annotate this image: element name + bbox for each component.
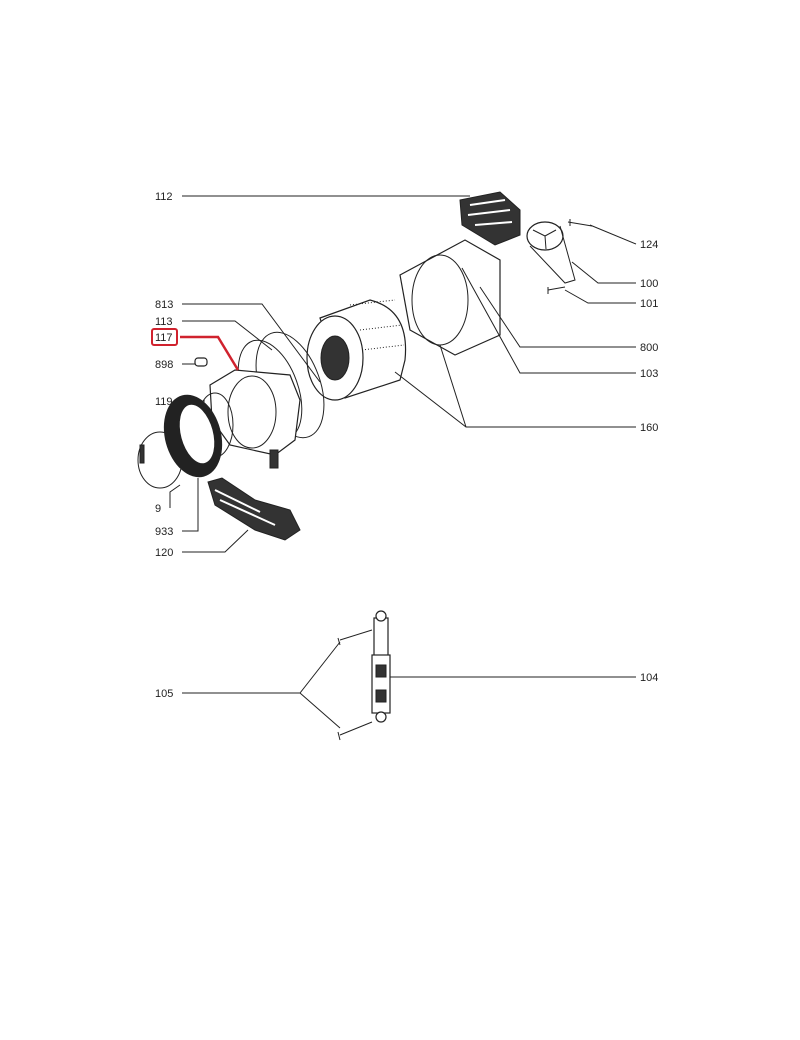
label-113: 113 [155,316,173,328]
label-119: 119 [155,396,173,408]
part-112-counterweight[interactable] [459,191,521,246]
part-933-door-seal[interactable] [155,388,231,484]
label-160: 160 [640,422,658,434]
label-933: 933 [155,526,173,538]
label-120: 120 [155,547,173,559]
label-100: 100 [640,278,658,290]
label-105: 105 [155,688,173,700]
label-117[interactable]: 117 [155,332,173,344]
part-124-screw[interactable] [567,219,593,227]
label-104: 104 [640,672,658,684]
label-101: 101 [640,298,658,310]
part-898-plug[interactable] [194,357,208,367]
label-800: 800 [640,342,658,354]
part-120-counterweight[interactable] [207,477,301,541]
part-160-drum[interactable] [306,299,407,401]
highlight-box-117 [151,328,178,346]
part-104-shock-absorber[interactable] [371,610,391,723]
leader-lines [169,195,637,729]
label-9: 9 [155,503,161,515]
part-105-screws[interactable] [337,629,373,741]
part-101-bolt[interactable] [547,286,566,294]
part-100-pulley[interactable] [526,221,576,284]
label-124: 124 [640,239,658,251]
label-898: 898 [155,359,173,371]
label-103: 103 [640,368,658,380]
part-103-rear-tub[interactable] [399,239,501,356]
label-112: 112 [155,191,173,203]
label-813: 813 [155,299,173,311]
